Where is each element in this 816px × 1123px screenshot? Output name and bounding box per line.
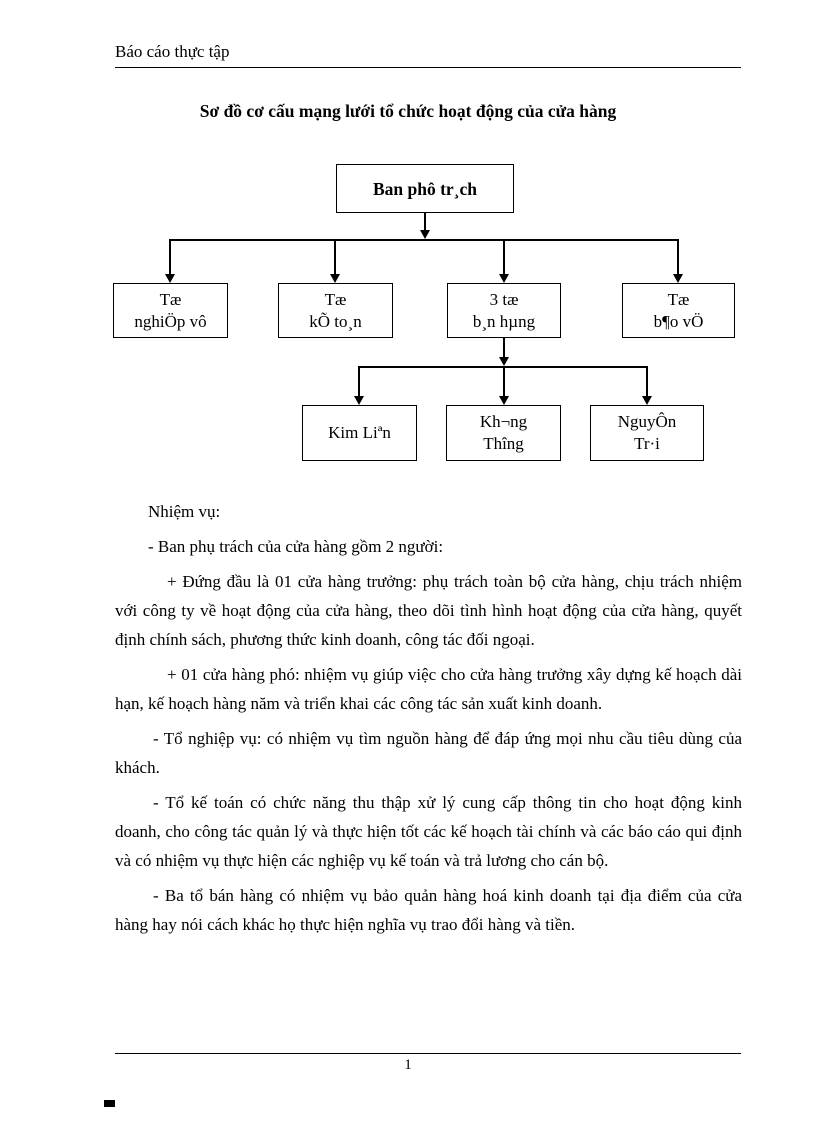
connector-level3-hline: [358, 366, 648, 368]
org-box-ke-toan: Tæ kÕ to¸n: [278, 283, 393, 338]
arrow-down-icon: [642, 396, 652, 405]
paragraph: - Ban phụ trách của cửa hàng gồm 2 người…: [148, 537, 444, 556]
arrow-down-icon: [499, 274, 509, 283]
org-box-label: 3 tæ: [489, 289, 519, 309]
connector-root-vline: [424, 213, 426, 231]
arrow-down-icon: [673, 274, 683, 283]
org-box-root-label: Ban phô tr¸ch: [372, 178, 478, 199]
org-box-label: b¶o vÖ: [653, 311, 704, 331]
org-box-label: Thîng: [483, 434, 524, 453]
org-box-label: Tæ: [324, 289, 347, 309]
connector-l3-vline: [503, 338, 505, 358]
org-box-label: nghiÖp vô: [134, 311, 207, 331]
paragraph: - Tổ nghiệp vụ: có nhiệm vụ tìm nguồn hà…: [115, 729, 742, 777]
arrow-down-icon: [420, 230, 430, 239]
connector-l2-drop-3: [503, 241, 505, 275]
connector-l2-drop-1: [169, 241, 171, 275]
org-box-label: Tæ: [667, 289, 690, 309]
org-box-nguyen-trai: NguyÔn Tr·i: [590, 405, 704, 461]
org-box-root: Ban phô tr¸ch: [336, 164, 514, 213]
page-number: 1: [404, 1057, 412, 1073]
org-box-ban-hang: 3 tæ b¸n hµng: [447, 283, 561, 338]
paragraph: - Tổ kế toán có chức năng thu thập xử lý…: [115, 793, 742, 870]
arrow-down-icon: [165, 274, 175, 283]
header-rule: [115, 67, 741, 68]
corner-mark: [104, 1100, 115, 1107]
org-box-label: Kim Liªn: [328, 423, 391, 442]
connector-l3-drop-2: [503, 368, 505, 397]
footer-rule: [115, 1053, 741, 1054]
org-box-kim-lien: Kim Liªn: [302, 405, 417, 461]
paragraph: + Đứng đầu là 01 cửa hàng trưởng: phụ tr…: [115, 572, 742, 649]
arrow-down-icon: [499, 396, 509, 405]
connector-l3-drop-1: [358, 368, 360, 397]
arrow-down-icon: [354, 396, 364, 405]
paragraph: + 01 cửa hàng phó: nhiệm vụ giúp việc ch…: [115, 665, 742, 713]
org-box-label: b¸n hµng: [472, 311, 536, 331]
connector-l3-drop-3: [646, 368, 648, 397]
org-box-khuong-thuong: Kh¬ng Thîng: [446, 405, 561, 461]
org-box-label: NguyÔn: [617, 412, 677, 431]
org-box-bao-ve: Tæ b¶o vÖ: [622, 283, 735, 338]
arrow-down-icon: [330, 274, 340, 283]
org-box-label: Tæ: [159, 289, 182, 309]
page-title: Sơ đồ cơ cấu mạng lưới tổ chức hoạt động…: [199, 101, 617, 121]
connector-level2-hline: [169, 239, 679, 241]
org-box-nghiep-vu: Tæ nghiÖp vô: [113, 283, 228, 338]
connector-l2-drop-4: [677, 241, 679, 275]
connector-l2-drop-2: [334, 241, 336, 275]
org-box-label: Kh¬ng: [479, 412, 528, 431]
page-header: Báo cáo thực tập: [115, 42, 230, 61]
paragraph: Nhiệm vụ:: [148, 502, 221, 521]
org-box-label: Tr·i: [634, 434, 660, 453]
arrow-down-icon: [499, 357, 509, 366]
paragraph: - Ba tổ bán hàng có nhiệm vụ bảo quản hà…: [115, 886, 742, 934]
org-box-label: kÕ to¸n: [309, 311, 362, 331]
body-text: Nhiệm vụ: - Ban phụ trách của cửa hàng g…: [115, 497, 742, 945]
